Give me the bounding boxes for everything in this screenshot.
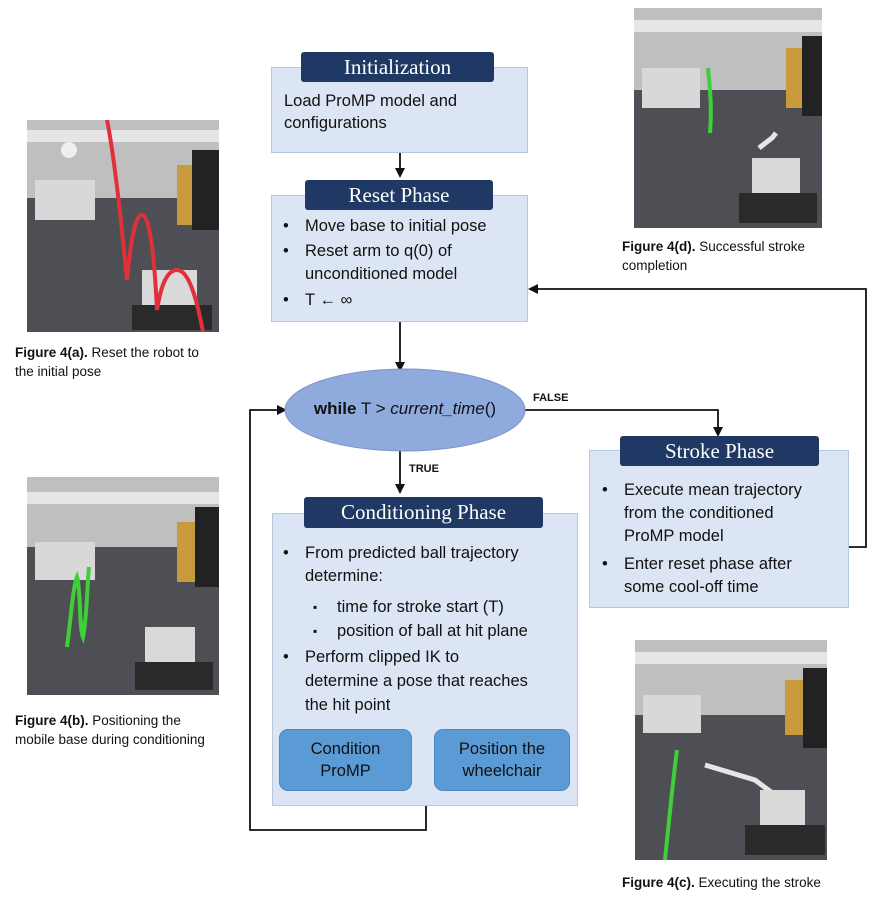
trajectory-green	[65, 566, 91, 648]
figure-4a-scene	[27, 120, 219, 332]
stroke-phase-title: Stroke Phase	[620, 436, 819, 466]
trajectory-green	[663, 749, 679, 860]
figure-4c-scene	[635, 640, 827, 860]
arrow-stroke-to-reset	[528, 284, 867, 548]
stroke-item-1: •Execute mean trajectory from the condit…	[602, 481, 802, 545]
stroke-item-2: •Enter reset phase after some cool-off t…	[602, 555, 792, 596]
conditioning-item-1: •From predicted ball trajectory determin…	[283, 544, 519, 585]
figure-4d-photo	[634, 8, 822, 228]
conditioning-subitem-2: ▪position of ball at hit plane	[313, 622, 528, 640]
figure-4a-photo	[27, 120, 219, 332]
figure-4b-photo	[27, 477, 219, 695]
figure-4c-caption: Figure 4(c). Executing the stroke	[622, 875, 821, 890]
reset-item-3: •T ← ∞	[283, 291, 353, 309]
trajectory-red	[105, 120, 205, 332]
false-label: FALSE	[533, 392, 569, 404]
initialization-title: Initialization	[301, 52, 494, 82]
trajectory-green	[706, 67, 713, 134]
loop-ellipse	[284, 368, 526, 452]
arrow-conditioning-to-loop	[249, 405, 427, 831]
figure-4b-scene	[27, 477, 219, 695]
figure-4c-photo	[635, 640, 827, 860]
arrow-loop-false	[525, 409, 723, 437]
conditioning-item-2: •Perform clipped IK to determine a pose …	[283, 648, 528, 714]
conditioning-phase-title: Conditioning Phase	[304, 497, 543, 528]
true-label: TRUE	[409, 463, 439, 475]
figure-4d-scene	[634, 8, 822, 228]
reset-item-1: •Move base to initial pose	[283, 217, 487, 235]
loop-condition: while T > current_time()	[313, 399, 497, 418]
reset-item-2: •Reset arm to q(0) of unconditioned mode…	[283, 242, 458, 283]
conditioning-subitem-1: ▪time for stroke start (T)	[313, 598, 504, 616]
reset-phase-title: Reset Phase	[305, 180, 493, 210]
